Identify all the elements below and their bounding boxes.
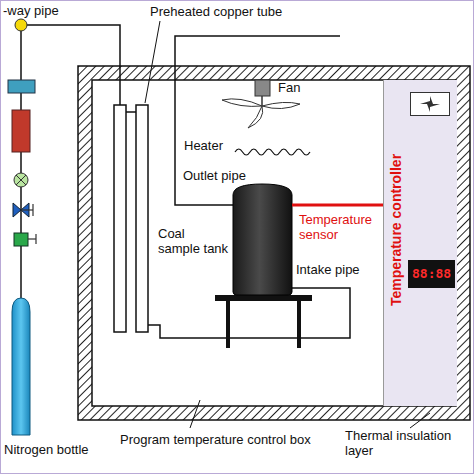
part-label: Thermal insulation layer xyxy=(345,428,465,458)
part-label: Program temperature control box xyxy=(120,432,340,447)
fan-blade xyxy=(222,99,262,107)
dryer xyxy=(12,110,30,152)
heater-coil xyxy=(235,149,310,155)
fan-motor xyxy=(255,80,270,96)
part-label: Fan xyxy=(278,80,318,95)
insulation-wall xyxy=(78,66,470,420)
part-label: Intake pipe xyxy=(296,262,376,277)
controller-title: Temperature controller xyxy=(388,154,404,306)
part-label: Heater xyxy=(184,138,232,153)
sensor-label: Temperature sensor xyxy=(299,212,381,242)
fan-icon xyxy=(410,92,450,116)
part-label: Nitrogen bottle xyxy=(4,442,114,457)
digital-display: 88:88 xyxy=(408,260,455,288)
part-label: Coal sample tank xyxy=(158,226,230,256)
copper-tube xyxy=(136,105,148,332)
stand xyxy=(215,295,312,301)
pressure-regulator xyxy=(14,233,28,246)
filter xyxy=(8,80,35,93)
copper-tube xyxy=(114,105,126,332)
part-label: Preheated copper tube xyxy=(150,4,320,19)
part-label: Outlet pipe xyxy=(183,168,263,183)
three-way-pipe xyxy=(15,19,27,31)
controller-panel: Temperature controller88:88 xyxy=(383,80,457,406)
sensor-wire xyxy=(292,204,383,207)
pipe-label: -way pipe xyxy=(3,3,83,18)
nitrogen-bottle xyxy=(12,298,30,435)
coal-sample-tank xyxy=(233,184,292,295)
flow-meter xyxy=(14,173,28,187)
